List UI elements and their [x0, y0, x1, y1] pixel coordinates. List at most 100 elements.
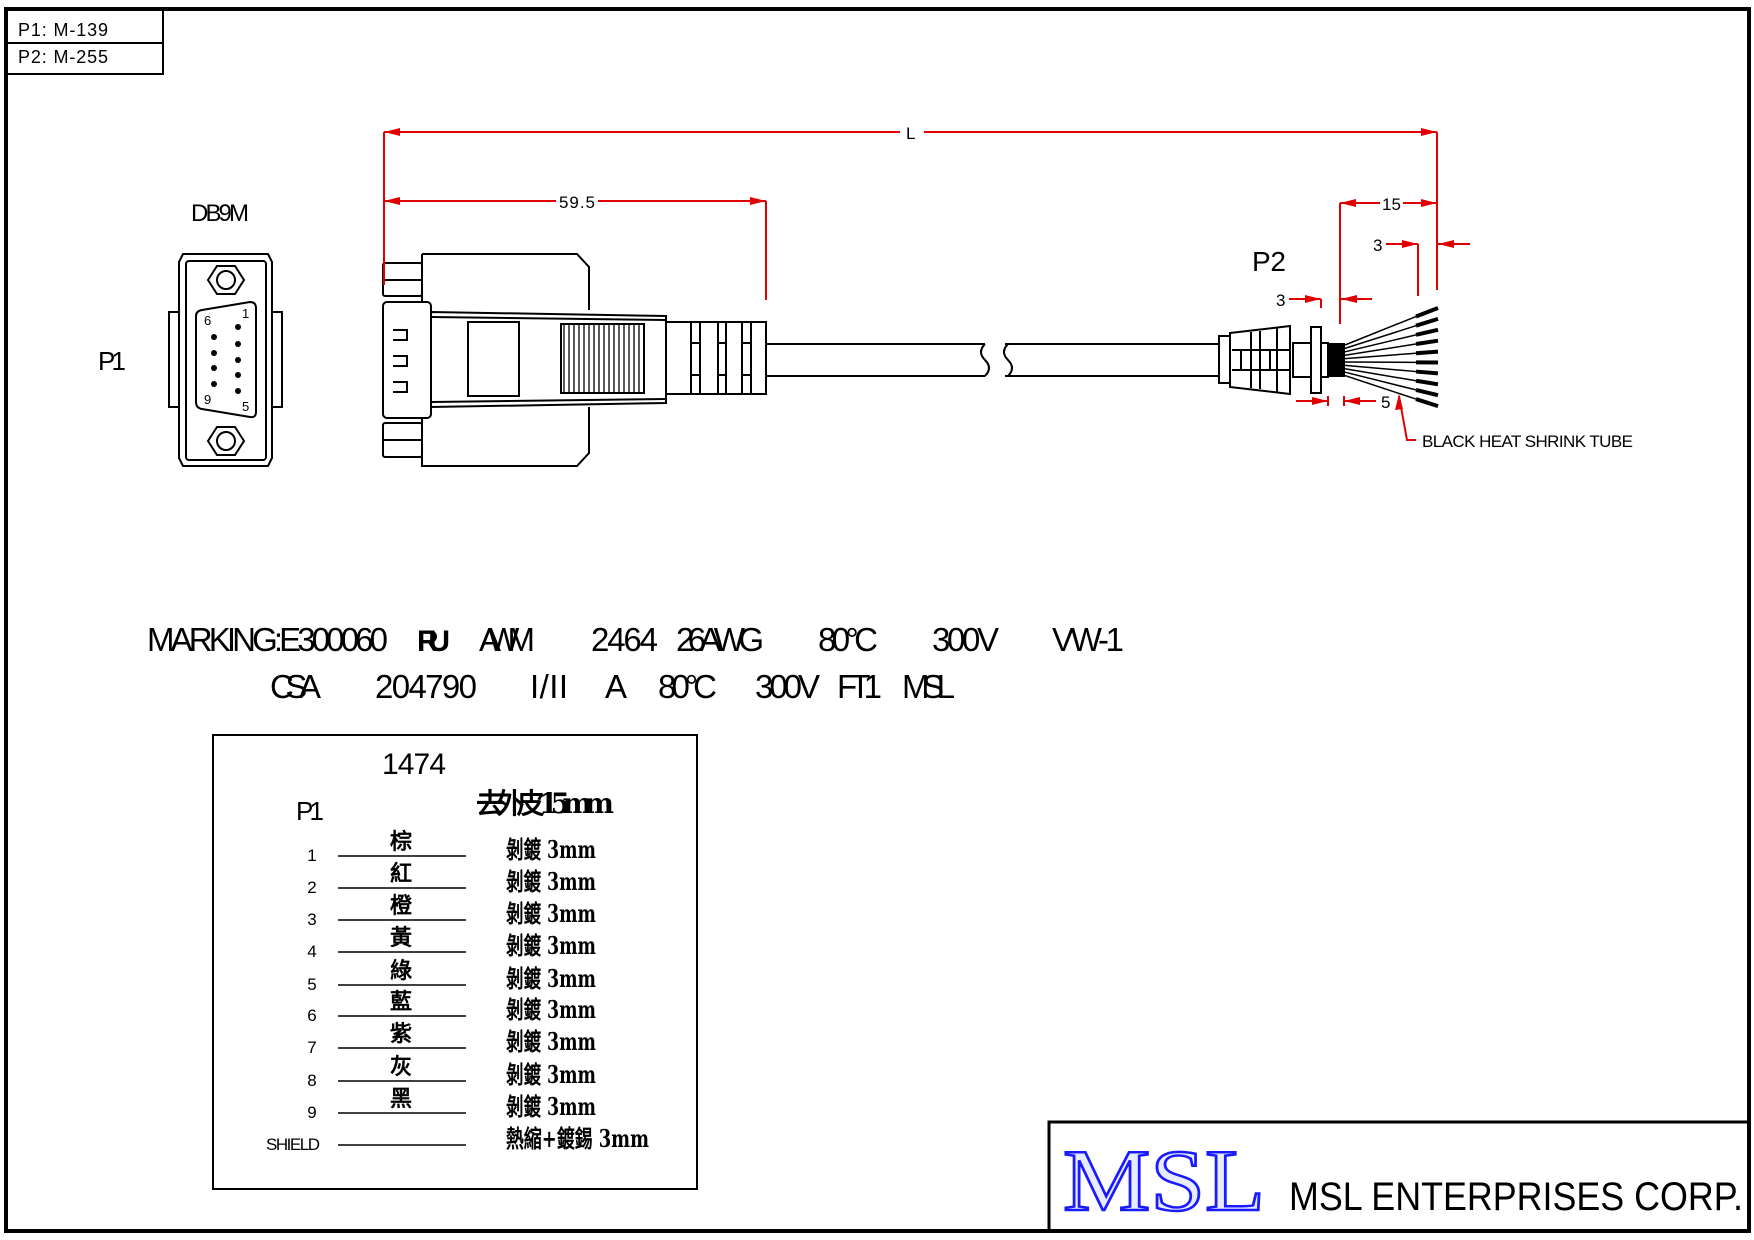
hex-nut-icon: [206, 265, 246, 295]
wire-color: 黑: [390, 1086, 412, 1112]
dim-tube-gap: 3: [1276, 291, 1285, 310]
pin-number: 4: [307, 942, 316, 961]
strip-note: 剝鍍 3mm: [506, 995, 596, 1024]
wire-tip: [1415, 349, 1439, 356]
heat-shrink-tube: [1328, 343, 1345, 377]
strip-note: 剝鍍 3mm: [506, 867, 596, 896]
wire-tip: [1415, 316, 1439, 328]
strip-note: 剝鍍 3mm: [506, 1092, 596, 1121]
wire-tip: [1415, 378, 1439, 387]
strip-note: 熱縮+鍍錫 3mm: [506, 1124, 649, 1153]
marking-token: 204790: [375, 668, 477, 705]
part-number: 1474: [382, 748, 446, 781]
pin-number: 1: [307, 846, 316, 865]
dim-strip-jacket: 15: [1382, 195, 1401, 214]
marking-token: MARKING:E300060: [147, 621, 388, 658]
pin-5-label: 5: [242, 399, 249, 414]
pin-6-label: 6: [204, 313, 211, 328]
wire: [1344, 315, 1417, 346]
pin-9-label: 9: [204, 392, 211, 407]
wire-color: 綠: [390, 958, 413, 984]
wire: [1344, 374, 1417, 400]
d-sub-shell: [195, 300, 257, 419]
strip-note: 剝鍍 3mm: [506, 1027, 596, 1056]
wire: [1344, 343, 1417, 356]
table-row: 8 灰 剝鍍 3mm: [307, 1054, 596, 1090]
strip-note: 剝鍍 3mm: [506, 931, 596, 960]
table-row: 1 棕 剝鍍 3mm: [307, 829, 596, 865]
wire-color: 灰: [390, 1054, 412, 1080]
strip-jacket-note: 去外皮 15mm: [476, 787, 614, 820]
company-name: MSL ENTERPRISES CORP.: [1289, 1175, 1743, 1219]
pin-number: 7: [307, 1038, 316, 1057]
marking-token: 80°C: [818, 621, 878, 658]
table-row: 2 紅 剝鍍 3mm: [307, 861, 596, 897]
table-row: 9 黑 剝鍍 3mm: [307, 1086, 596, 1122]
dim-overall-length: L: [906, 124, 915, 143]
p1-header: P1: [296, 796, 324, 826]
table-row: 3 橙 剝鍍 3mm: [307, 893, 596, 929]
p2-part-number: P2: M-255: [18, 47, 108, 67]
wire: [1344, 371, 1417, 391]
marking-token: I/II: [530, 668, 568, 705]
heat-shrink-callout: BLACK HEAT SHRINK TUBE: [1422, 432, 1633, 451]
wire-color: 棕: [390, 829, 412, 855]
marking-token: 300V: [755, 668, 820, 705]
cable-marking: MARKING:E300060 RU AWM 2464 26AWG 80°C 3…: [147, 621, 1124, 705]
wire-tip: [1415, 306, 1439, 319]
table-row: 5 綠 剝鍍 3mm: [307, 958, 596, 994]
marking-token: A: [605, 668, 627, 705]
wire-tip: [1415, 338, 1439, 347]
wire: [1344, 364, 1417, 373]
wire-color: 橙: [390, 893, 413, 919]
part-number-box: P1: M-139 P2: M-255: [5, 8, 164, 75]
strip-note: 剝鍍 3mm: [506, 964, 596, 993]
dim-p1-length: 59.5: [559, 193, 595, 212]
wire-tip: [1415, 369, 1439, 376]
pin-number: 9: [307, 1103, 316, 1122]
wire: [1344, 368, 1417, 382]
dim-tube-length: 5: [1381, 393, 1390, 412]
p1-label: P1: [98, 346, 126, 376]
table-row: 4 黃 剝鍍 3mm: [307, 925, 596, 961]
marking-token: 300V: [932, 621, 999, 658]
wire-color: 黃: [390, 925, 412, 951]
marking-token: VW-1: [1052, 621, 1124, 658]
ul-mark-logo: RU: [417, 625, 450, 658]
strip-note: 剝鍍 3mm: [506, 835, 596, 864]
pin-number: 6: [307, 1006, 316, 1025]
table-row: SHIELD 熱縮+鍍錫 3mm: [266, 1124, 649, 1154]
pin-number: 3: [307, 910, 316, 929]
wire: [1344, 352, 1417, 360]
wire-tip: [1415, 327, 1439, 337]
marking-token: MSL: [902, 668, 955, 705]
marking-token: 26AWG: [676, 621, 764, 658]
wire-color: 紅: [390, 861, 412, 887]
hex-nut-icon: [206, 426, 246, 456]
strip-note: 剝鍍 3mm: [506, 1060, 596, 1089]
marking-token: AWM: [479, 621, 535, 658]
wire: [1344, 324, 1417, 350]
pin-number: 2: [307, 878, 316, 897]
dimensions: L 59.5 15 3 3 5 BLACK HEAT SHRINK TUBE: [383, 124, 1633, 451]
pin-number: 8: [307, 1071, 316, 1090]
wire-tip: [1415, 397, 1439, 409]
p2-label: P2: [1252, 246, 1286, 277]
marking-token: 2464: [591, 621, 658, 658]
wire-tip: [1415, 387, 1439, 398]
p2-boot: [1218, 306, 1439, 409]
cable: [766, 343, 1220, 377]
pin-number: 5: [307, 975, 316, 994]
pin-1-label: 1: [242, 306, 249, 321]
strip-note: 剝鍍 3mm: [506, 899, 596, 928]
table-row: 6藍剝鍍 3mm: [307, 989, 596, 1025]
sheet-border: [4, 7, 1751, 1233]
pin-number: SHIELD: [266, 1135, 320, 1154]
p1-part-number: P1: M-139: [18, 20, 108, 40]
p1-connector-side-view: [382, 253, 767, 467]
db9-front-view: 6 1 9 5: [168, 253, 283, 467]
screw-slot-icon: [393, 329, 408, 393]
wire-color: 紫: [390, 1021, 412, 1047]
connector-type-label: DB9M: [191, 200, 249, 227]
wire: [1344, 334, 1417, 353]
